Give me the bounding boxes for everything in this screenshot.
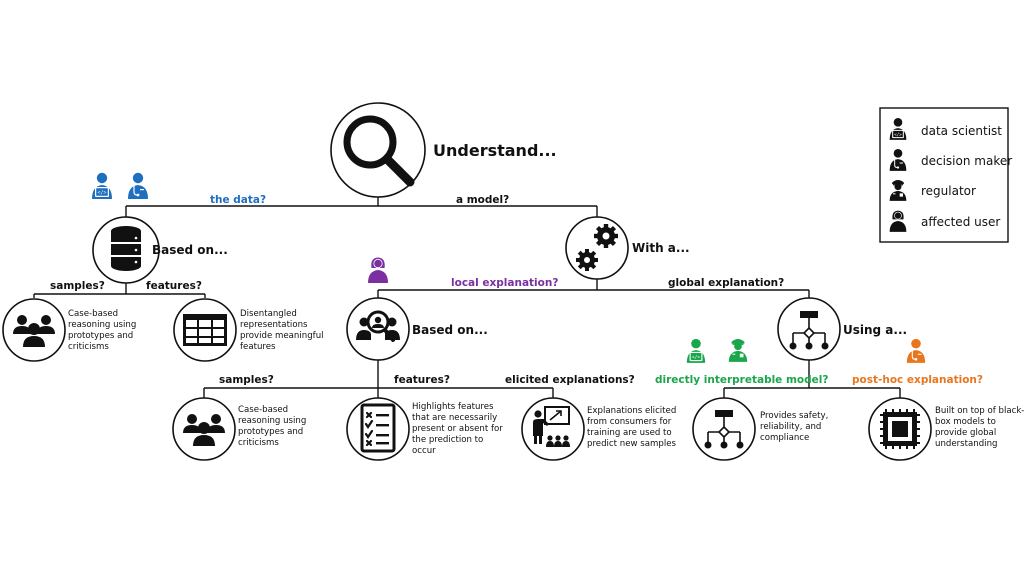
local-node: Based on... bbox=[346, 297, 488, 361]
elicited-desc: Explanations elicited from consumers for… bbox=[587, 406, 679, 449]
root-node: Understand... bbox=[330, 102, 557, 198]
local-samples-node: Case-based reasoning using prototypes an… bbox=[172, 397, 309, 461]
direct-model-node: Provides safety, reliability, and compli… bbox=[692, 397, 831, 461]
question-local-explanation: local explanation? bbox=[451, 277, 558, 289]
legend-item-label: affected user bbox=[921, 215, 1000, 229]
question-global-explanation: global explanation? bbox=[668, 277, 784, 289]
data-samples-node: Case-based reasoning using prototypes an… bbox=[2, 298, 139, 362]
presenter-icon bbox=[533, 406, 570, 447]
local-features-desc: Highlights features that are necessarily… bbox=[412, 402, 506, 456]
data-scientist-icon bbox=[92, 172, 112, 199]
question-the-data: the data? bbox=[210, 194, 266, 206]
model-node: With a... bbox=[565, 216, 690, 280]
group-icon bbox=[183, 414, 225, 446]
connector-lines bbox=[33, 190, 901, 398]
regulator-icon bbox=[728, 339, 748, 362]
global-node: Using a... bbox=[777, 297, 907, 361]
data-node: Based on... bbox=[92, 216, 228, 284]
legend: data scientist decision maker regulator … bbox=[879, 107, 1012, 243]
question-data-samples: samples? bbox=[50, 280, 105, 292]
question-data-features: features? bbox=[146, 280, 202, 292]
local-node-label: Based on... bbox=[412, 323, 488, 337]
question-elicited-explanations: elicited explanations? bbox=[505, 374, 635, 386]
grid-icon bbox=[183, 314, 227, 346]
posthoc-desc: Built on top of black- box models to pro… bbox=[935, 406, 1024, 449]
global-node-label: Using a... bbox=[843, 323, 907, 337]
question-a-model: a model? bbox=[456, 194, 509, 206]
legend-item-label: data scientist bbox=[921, 124, 1002, 138]
flowchart-icon bbox=[789, 311, 829, 350]
local-features-node: Highlights features that are necessarily… bbox=[346, 397, 506, 461]
local-samples-desc: Case-based reasoning using prototypes an… bbox=[238, 405, 309, 448]
data-features-node: Disentangled representations provide mea… bbox=[173, 298, 326, 362]
checklist-icon bbox=[360, 403, 396, 453]
question-local-features: features? bbox=[394, 374, 450, 386]
persona-icons-direct bbox=[686, 338, 748, 363]
elicited-node: Explanations elicited from consumers for… bbox=[521, 397, 679, 461]
decision-maker-icon bbox=[127, 172, 149, 200]
legend-item-label: regulator bbox=[921, 184, 976, 198]
magnifier-icon bbox=[343, 115, 415, 187]
data-scientist-icon bbox=[686, 338, 706, 363]
affected-user-icon bbox=[368, 257, 388, 283]
database-icon bbox=[111, 226, 141, 271]
persona-icons-data bbox=[92, 172, 149, 200]
flowchart-icon bbox=[704, 410, 744, 449]
data-node-label: Based on... bbox=[152, 243, 228, 257]
question-post-hoc: post-hoc explanation? bbox=[852, 374, 983, 386]
group-icon bbox=[13, 315, 55, 347]
person-search-icon bbox=[356, 310, 400, 342]
data-samples-desc: Case-based reasoning using prototypes an… bbox=[68, 309, 139, 352]
model-node-label: With a... bbox=[632, 241, 690, 255]
legend-item-label: decision maker bbox=[921, 154, 1012, 168]
root-title: Understand... bbox=[433, 141, 557, 160]
chip-icon bbox=[880, 409, 920, 449]
question-local-samples: samples? bbox=[219, 374, 274, 386]
direct-model-desc: Provides safety, reliability, and compli… bbox=[760, 411, 831, 443]
data-features-desc: Disentangled representations provide mea… bbox=[240, 309, 326, 352]
decision-maker-icon bbox=[906, 338, 926, 364]
question-directly-interpretable: directly interpretable model? bbox=[655, 374, 828, 386]
gears-icon bbox=[576, 224, 618, 271]
posthoc-node: Built on top of black- box models to pro… bbox=[868, 397, 1024, 461]
